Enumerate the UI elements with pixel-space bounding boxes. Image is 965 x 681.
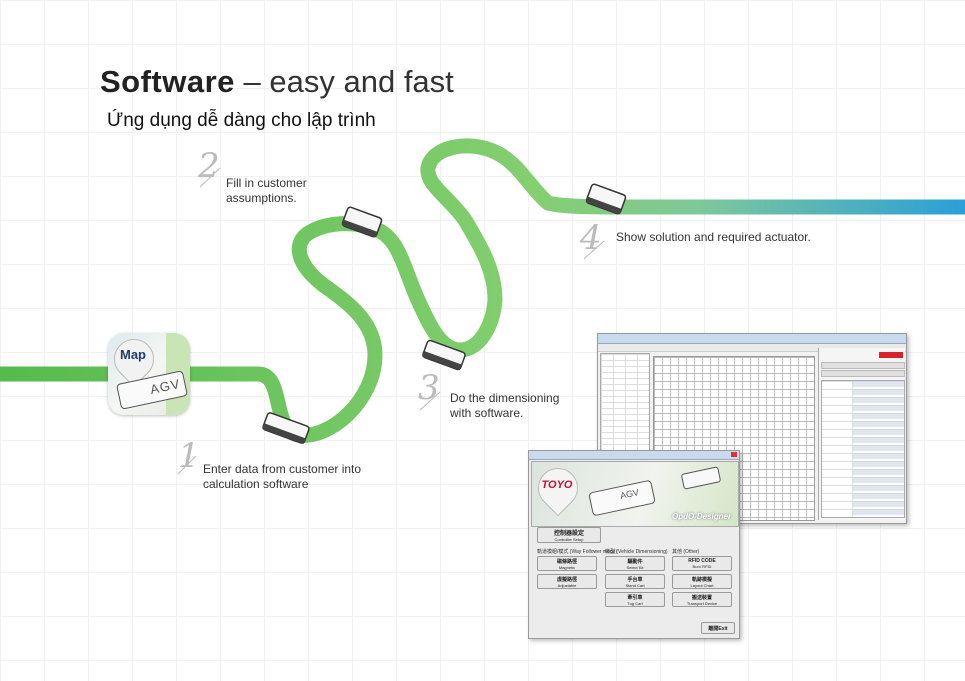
cart-4	[585, 183, 627, 215]
designer-titlebar	[529, 451, 739, 460]
section-other: 其他 (Other)	[672, 549, 700, 555]
transport-device-label: 搬送裝置	[691, 594, 712, 601]
cart-3	[422, 339, 466, 371]
transport-device-sub: Transport Device	[686, 600, 718, 606]
tug-cart-button[interactable]: 牽引車 Tug Cart	[605, 592, 665, 607]
tag-table	[821, 380, 905, 518]
drive-kit-label: 驅動件	[627, 558, 643, 565]
designer-window: TOYO AGV OpdO-Designer 控制器設定 Controller …	[528, 450, 740, 639]
map-badge: Map	[120, 347, 146, 362]
layout-chart-sub: Layout Chart	[690, 582, 714, 588]
step-4-number: 4	[580, 218, 602, 258]
stand-cart-label: 手台車	[627, 576, 643, 583]
controller-setup-label: 控制器設定	[553, 531, 584, 537]
virtual-path-sub: Adjustable	[557, 582, 577, 588]
step-1-text: Enter data from customer into calculatio…	[203, 462, 361, 492]
transport-device-button[interactable]: 搬送裝置 Transport Device	[672, 592, 732, 607]
map-window-toolbar	[598, 344, 906, 352]
map-window-titlebar	[598, 334, 906, 344]
tag-panel	[818, 348, 905, 520]
red-indicator	[879, 352, 903, 358]
app-icon[interactable]: Map AGV	[108, 333, 190, 415]
stand-cart-button[interactable]: 手台車 Stand Cart	[605, 574, 665, 589]
step-2-text: Fill in customer assumptions.	[226, 176, 307, 206]
tug-cart-label: 牽引車	[627, 594, 643, 601]
layout-chart-button[interactable]: 軌跡模擬 Layout Chart	[672, 574, 732, 589]
controller-setup-sub: Controller Setup	[554, 537, 584, 542]
rfid-code-sub: Burn RFID	[692, 564, 712, 569]
rfid-code-label: RFID CODE	[688, 558, 716, 564]
step-4-line1: Show solution and required actuator.	[616, 230, 811, 244]
cart-1	[262, 412, 310, 444]
stand-cart-sub: Stand Cart	[625, 582, 645, 588]
virtual-path-label: 虛擬路徑	[556, 576, 577, 583]
page-title: Software – easy and fast	[100, 64, 454, 100]
drive-kit-button[interactable]: 驅動件 Select Kit	[605, 556, 665, 571]
step-4-text: Show solution and required actuator.	[616, 230, 811, 245]
magnetic-path-sub: Magnetic	[558, 564, 576, 570]
designer-banner: TOYO AGV OpdO-Designer	[531, 461, 739, 527]
page-subtitle: Ứng dụng dễ dàng cho lập trình	[107, 110, 376, 131]
step-1-number: 1	[178, 436, 200, 476]
product-name: OpdO-Designer	[672, 512, 732, 521]
magnetic-path-button[interactable]: 磁條路徑 Magnetic	[537, 556, 597, 571]
title-rest: – easy and fast	[234, 64, 454, 99]
step-3-line2: with software.	[450, 406, 524, 420]
section-vehicle: 機型 (Vehicle Dimensioning)	[605, 549, 668, 555]
step-2-line2: assumptions.	[226, 191, 297, 205]
tug-cart-sub: Tug Cart	[627, 600, 643, 606]
brand-logo: TOYO	[541, 479, 573, 491]
exit-button[interactable]: 離開Exit	[701, 622, 735, 634]
step-2-number: 2	[198, 146, 220, 186]
rfid-code-button[interactable]: RFID CODE Burn RFID	[672, 556, 732, 571]
controller-setup-button[interactable]: 控制器設定 Controller Setup	[537, 527, 601, 543]
step-3-text: Do the dimensioning with software.	[450, 391, 559, 421]
step-1-line2: calculation software	[203, 477, 309, 491]
close-icon[interactable]	[731, 452, 737, 457]
step-3-line1: Do the dimensioning	[450, 391, 560, 405]
section-way-follower: 軌道模組/模式 (Way Follower mode)	[537, 549, 618, 555]
step-1-line1: Enter data from customer into	[203, 462, 362, 476]
step-2-line1: Fill in customer	[226, 176, 307, 190]
virtual-path-button[interactable]: 虛擬路徑 Adjustable	[537, 574, 597, 589]
title-bold: Software	[100, 64, 235, 99]
step-3-number: 3	[418, 368, 440, 408]
layout-chart-label: 軌跡模擬	[691, 576, 712, 583]
cart-2	[341, 206, 383, 238]
drive-kit-sub: Select Kit	[626, 564, 644, 570]
magnetic-path-label: 磁條路徑	[556, 558, 577, 565]
